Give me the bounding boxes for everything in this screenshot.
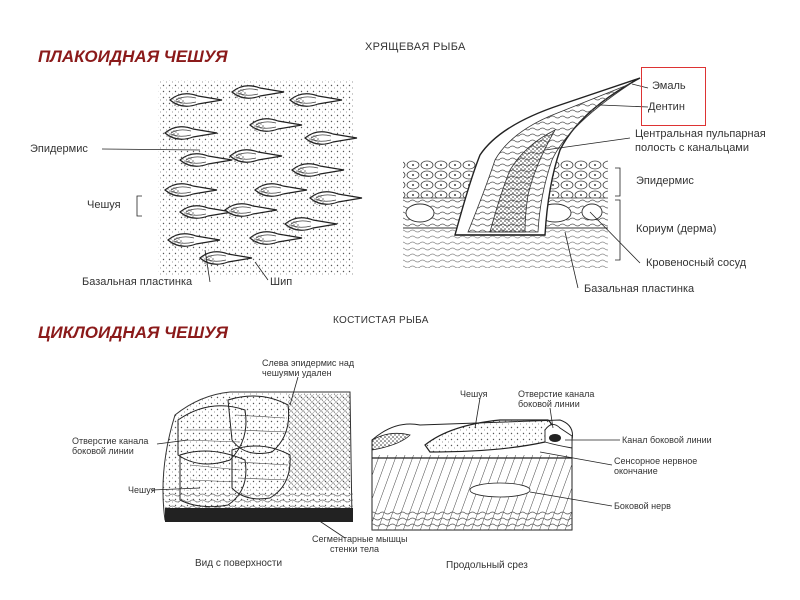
label-sensory-line1: Сенсорное нервное — [614, 456, 698, 466]
label-dentin: Дентин — [648, 101, 685, 113]
label-epidermis-removed-line1: Слева эпидермис над — [262, 358, 355, 368]
label-lateral-opening-section-line2: боковой линии — [518, 399, 580, 409]
label-lateral-canal: Канал боковой линии — [622, 435, 712, 445]
label-basal-plate-section: Базальная пластинка — [584, 283, 695, 295]
label-scale-cycloid-section: Чешуя — [460, 389, 488, 399]
label-pulp-line1: Центральная пульпарная — [635, 128, 766, 140]
cycloid-surface-drawing — [151, 376, 353, 539]
enamel-dentin-highlight-box — [641, 67, 706, 126]
caption-surface-view: Вид с поверхности — [195, 558, 283, 569]
cycloid-section-drawing — [371, 397, 620, 531]
label-lateral-opening-section-line1: Отверстие канала — [518, 389, 595, 399]
label-epidermis-removed-line2: чешуями удален — [262, 368, 332, 378]
placoid-heading: ПЛАКОИДНАЯ ЧЕШУЯ — [38, 47, 228, 66]
label-scale-cycloid-surface: Чешуя — [128, 485, 156, 495]
label-segment-muscles-line1: Сегментарные мышцы — [312, 534, 408, 544]
label-segment-muscles-line2: стенки тела — [330, 544, 379, 554]
placoid-surface-drawing — [101, 80, 363, 283]
label-sensory-line2: окончание — [614, 466, 658, 476]
label-epidermis-section: Эпидермис — [636, 175, 694, 187]
placoid-section-drawing — [403, 77, 649, 289]
label-blood-vessel: Кровеносный сосуд — [646, 257, 747, 269]
label-lateral-opening-surface-line1: Отверстие канала — [72, 436, 149, 446]
label-spine: Шип — [270, 276, 293, 288]
bony-subtitle: КОСТИСТАЯ РЫБА — [333, 315, 429, 326]
label-basal-plate-surface: Базальная пластинка — [82, 276, 193, 288]
label-enamel: Эмаль — [652, 80, 686, 92]
label-epidermis-surface: Эпидермис — [30, 143, 88, 155]
caption-longitudinal-section: Продольный срез — [446, 560, 528, 571]
label-lateral-nerve: Боковой нерв — [614, 501, 671, 511]
label-scale-surface: Чешуя — [87, 199, 121, 211]
label-lateral-opening-surface-line2: боковой линии — [72, 446, 134, 456]
label-pulp-line2: полость с канальцами — [635, 142, 750, 154]
label-corium: Кориум (дерма) — [636, 223, 717, 235]
cartilaginous-subtitle: ХРЯЩЕВАЯ РЫБА — [365, 41, 466, 53]
cycloid-heading: ЦИКЛОИДНАЯ ЧЕШУЯ — [38, 323, 228, 342]
